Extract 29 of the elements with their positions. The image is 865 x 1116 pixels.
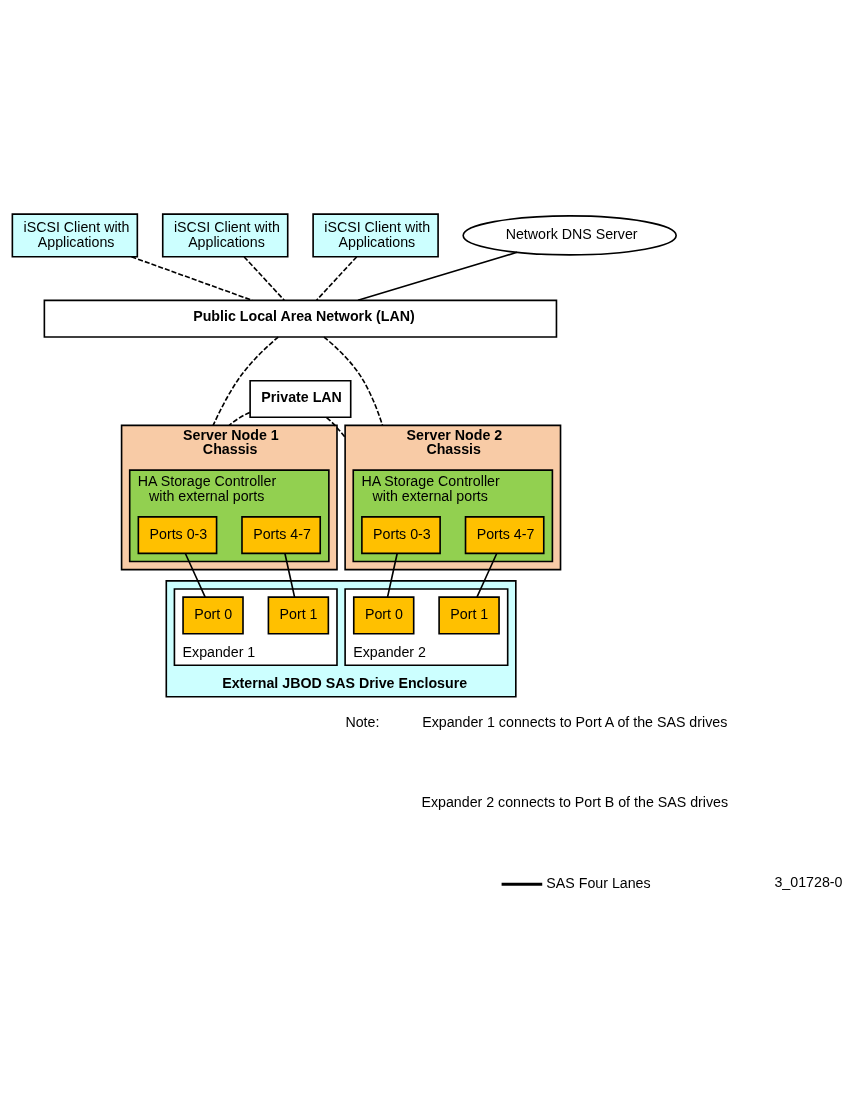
node-box: iSCSI Client with Applications (312, 213, 439, 258)
connector (130, 256, 253, 302)
node-box: Ports 0-3 (137, 516, 218, 555)
connector (357, 251, 518, 302)
label: Expander 2 connects to Port B of the SAS drives (421, 794, 729, 811)
node-box: Private LAN (249, 379, 352, 419)
connector (284, 552, 296, 598)
node-box: Port 0 (352, 596, 415, 635)
label: Note: (345, 713, 380, 730)
node-box: Port 0 (182, 596, 244, 635)
node-box: Ports 4-7 (241, 516, 322, 555)
connector (323, 336, 384, 427)
connector (228, 411, 251, 427)
node-ellipse: Network DNS Server (462, 215, 677, 256)
connector (243, 256, 286, 302)
connector (386, 552, 398, 598)
node-box: Public Local Area Network (LAN) (43, 299, 558, 338)
connector (325, 416, 346, 439)
node-box: iSCSI Client with Applications (11, 213, 139, 258)
connector (212, 336, 280, 427)
node-box: Ports 4-7 (464, 516, 545, 555)
node-box: iSCSI Client with Applications (161, 213, 289, 258)
label: 3_01728-0 (774, 874, 843, 891)
node-box: Ports 0-3 (361, 516, 441, 555)
legend-label: SAS Four Lanes (546, 874, 651, 891)
node-box: Port 1 (438, 596, 500, 635)
connector (315, 256, 358, 302)
node-box: Port 1 (267, 596, 330, 635)
label: Expander 1 connects to Port A of the SAS drives (422, 713, 728, 730)
